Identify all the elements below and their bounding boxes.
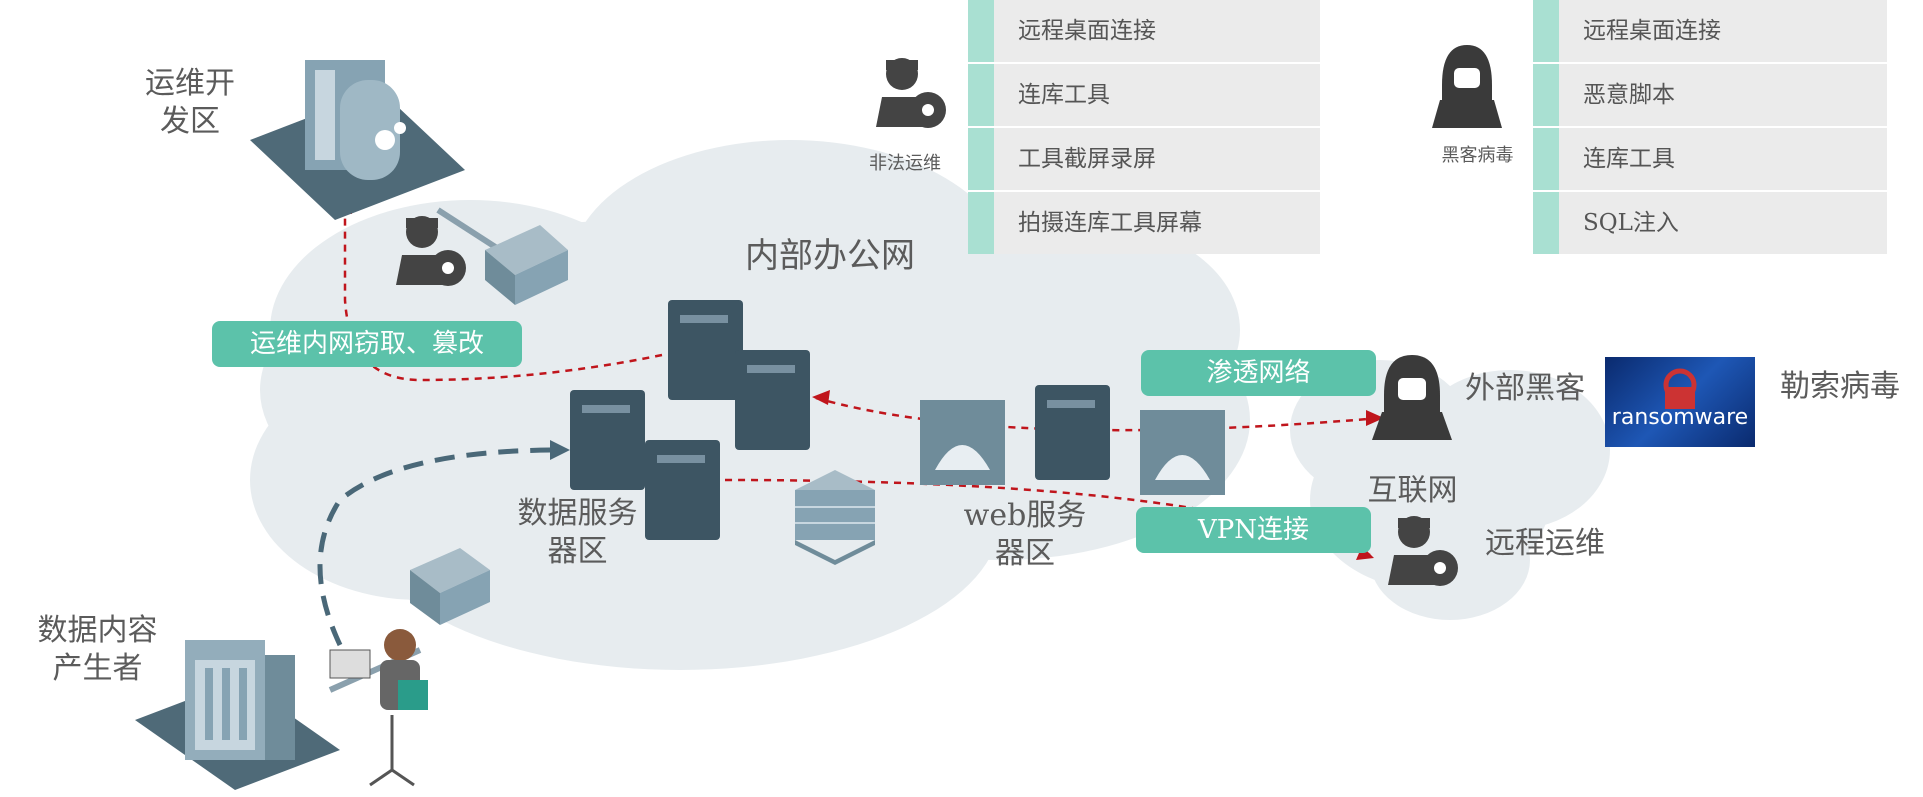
penetration-pill: 渗透网络 [1141, 350, 1376, 396]
penetration-arrow-left-icon [812, 390, 830, 405]
ops-link-line [436, 207, 502, 253]
penetration-arrow-right-icon [1366, 410, 1384, 426]
external-hacker-label: 外部黑客 [1465, 371, 1585, 406]
web-server-zone-label: web服务器区 [963, 498, 1087, 571]
ransomware-logo-text: ransomware [1611, 405, 1749, 430]
ops-dev-building-icon [250, 60, 465, 220]
list-item: SQL注入 [1533, 192, 1887, 254]
external-hacker-icon [1372, 350, 1452, 442]
data-producer-person-icon [329, 629, 428, 787]
list-item: 恶意脚本 [1533, 64, 1887, 126]
illegal-ops-icon [870, 52, 950, 132]
hacker-virus-label: 黑客病毒 [1441, 145, 1514, 166]
producer-arrow-icon [550, 440, 570, 460]
data-producer-label: 数据内容产生者 [37, 613, 158, 686]
ransomware-image: ransomware [1605, 357, 1755, 447]
illegal-ops-method-list: 远程桌面连接 连库工具 工具截屏录屏 拍摄连库工具屏幕 [968, 0, 1320, 256]
data-server-detail-icon [582, 315, 795, 463]
illegal-ops-label: 非法运维 [869, 153, 941, 174]
government-building-icon [135, 640, 340, 790]
list-item: 工具截屏录屏 [968, 128, 1320, 190]
hacker-virus-icon [1432, 40, 1502, 130]
remote-ops-icon [1382, 510, 1462, 590]
data-server-group-icon [570, 300, 810, 540]
producer-path [317, 447, 561, 647]
ransomware-label: 勒索病毒 [1780, 369, 1900, 404]
internet-label: 互联网 [1367, 473, 1458, 508]
switch-top-icon [485, 225, 568, 305]
web-server-icon [1035, 385, 1110, 480]
list-item: 连库工具 [1533, 128, 1887, 190]
ops-dev-zone-label: 运维开发区 [145, 66, 235, 139]
switch-bottom-icon [410, 548, 490, 625]
firewall-right-icon [1140, 410, 1225, 495]
vpn-pill: VPN连接 [1136, 507, 1371, 553]
list-item: 拍摄连库工具屏幕 [968, 192, 1320, 254]
ops-tamper-pill: 运维内网窃取、篡改 [212, 321, 522, 367]
list-item: 远程桌面连接 [968, 0, 1320, 62]
list-item: 连库工具 [968, 64, 1320, 126]
remote-ops-label: 远程运维 [1485, 526, 1605, 561]
router-icon [795, 470, 875, 565]
firewall-left-icon [920, 400, 1005, 485]
internal-office-net-label: 内部办公网 [745, 236, 915, 276]
ops-worker-icon [390, 210, 470, 290]
data-server-zone-label: 数据服务器区 [517, 496, 638, 569]
hacker-method-list: 远程桌面连接 恶意脚本 连库工具 SQL注入 [1533, 0, 1887, 256]
list-item: 远程桌面连接 [1533, 0, 1887, 62]
